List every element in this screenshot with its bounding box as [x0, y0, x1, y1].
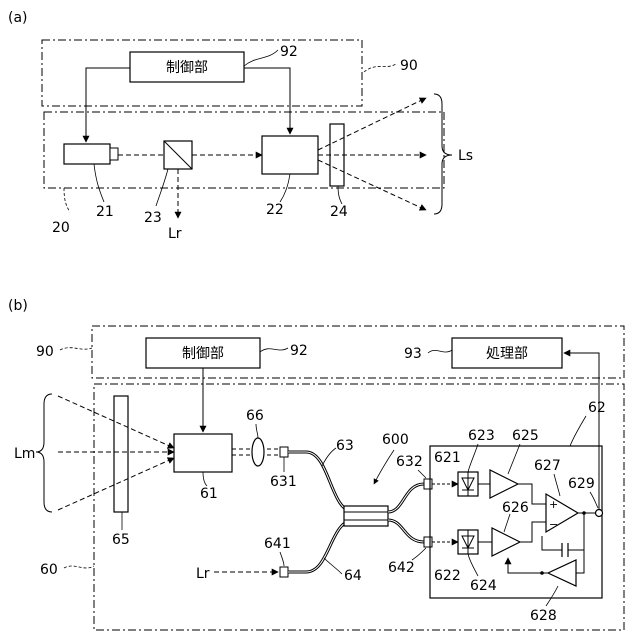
leader-24	[338, 186, 342, 204]
leader-623	[468, 444, 478, 472]
leader-63	[322, 448, 336, 466]
control-arrow-to-scanner-a	[244, 68, 290, 134]
leader-627	[554, 474, 560, 496]
ref-629: 629	[568, 476, 595, 492]
leader-21	[94, 164, 104, 202]
panel-b: (b) 90 制御部 92 処理部 93 65 Lm 61	[8, 298, 624, 630]
ref-632: 632	[396, 454, 423, 470]
window-b	[114, 396, 128, 512]
ref-625: 625	[512, 428, 539, 444]
leader-641	[280, 552, 284, 566]
node-feedback-left	[540, 571, 544, 575]
ref-600: 600	[382, 432, 409, 448]
label-lr-b: Lr	[196, 566, 210, 582]
ref-24: 24	[330, 204, 348, 220]
leader-90-b	[60, 348, 92, 350]
control-unit-b-label: 制御部	[182, 346, 224, 362]
leader-93	[428, 350, 452, 353]
panel-b-tag: (b)	[8, 298, 28, 314]
ref-22: 22	[266, 202, 284, 218]
diff-amp-minus: −	[549, 518, 558, 531]
leader-66	[256, 424, 258, 438]
lens	[252, 438, 264, 466]
ref-92-a: 92	[280, 44, 298, 60]
ref-60: 60	[40, 562, 58, 578]
leader-64	[324, 558, 342, 574]
ref-90-b: 90	[36, 344, 54, 360]
ref-61: 61	[200, 486, 218, 502]
panel-a: (a) 制御部 92 90 21 23 Lr 22	[8, 10, 473, 242]
leader-60	[64, 566, 94, 568]
ref-63: 63	[336, 438, 354, 454]
ref-626: 626	[502, 500, 529, 516]
port-632	[424, 479, 432, 489]
feedback-amp-628	[548, 560, 576, 586]
leader-626	[504, 514, 510, 532]
control-arrow-to-source	[86, 68, 130, 142]
ref-623: 623	[468, 428, 495, 444]
leader-90-a	[364, 64, 396, 72]
ref-628: 628	[530, 608, 557, 624]
processor-unit-label: 処理部	[486, 346, 528, 362]
leader-62	[570, 416, 586, 446]
brace-lm	[36, 394, 52, 512]
ref-641: 641	[264, 536, 291, 552]
ref-90-a: 90	[400, 58, 418, 74]
scanner-b	[174, 434, 232, 472]
fiber-64	[288, 520, 354, 572]
ref-65: 65	[112, 532, 130, 548]
leader-642	[412, 548, 426, 560]
ref-66: 66	[246, 408, 264, 424]
leader-92-a	[244, 50, 278, 66]
ref-64: 64	[344, 568, 362, 584]
panel-a-tag: (a)	[8, 10, 28, 26]
leader-92-b	[260, 348, 288, 352]
light-source-nozzle	[110, 148, 118, 160]
ref-627: 627	[534, 458, 561, 474]
port-631	[280, 447, 288, 457]
ref-621: 621	[434, 450, 461, 466]
fiber-out-lower	[388, 520, 424, 542]
diff-amp-plus: +	[549, 498, 558, 511]
ref-93: 93	[404, 346, 422, 362]
leader-625	[508, 444, 520, 474]
output-node-629	[596, 510, 603, 517]
control-unit-a-label: 制御部	[166, 60, 208, 76]
leader-632	[418, 470, 426, 478]
ref-642: 642	[388, 560, 415, 576]
ref-62: 62	[588, 400, 606, 416]
ref-21: 21	[96, 204, 114, 220]
leader-629	[590, 492, 598, 508]
label-ls: Ls	[458, 148, 473, 164]
port-642	[424, 537, 432, 547]
scanner-a	[262, 136, 318, 174]
ref-92-b: 92	[290, 343, 308, 359]
brace-ls	[434, 94, 452, 214]
amp-625	[490, 470, 518, 498]
leader-20	[64, 188, 70, 212]
coupler	[344, 506, 388, 526]
leader-600	[374, 450, 394, 484]
ref-624: 624	[470, 578, 497, 594]
label-lm: Lm	[14, 446, 35, 462]
fiber-out-upper	[388, 484, 424, 512]
ref-23: 23	[144, 210, 162, 226]
ref-20: 20	[52, 220, 70, 236]
port-641	[280, 567, 288, 577]
amp-626	[492, 528, 520, 556]
light-source	[64, 144, 110, 164]
leader-624	[468, 554, 478, 576]
leader-628	[546, 586, 558, 606]
leader-61	[203, 472, 207, 486]
fiber-63	[288, 452, 354, 512]
ref-631: 631	[270, 474, 297, 490]
ref-622: 622	[434, 568, 461, 584]
label-lr-a: Lr	[168, 226, 182, 242]
